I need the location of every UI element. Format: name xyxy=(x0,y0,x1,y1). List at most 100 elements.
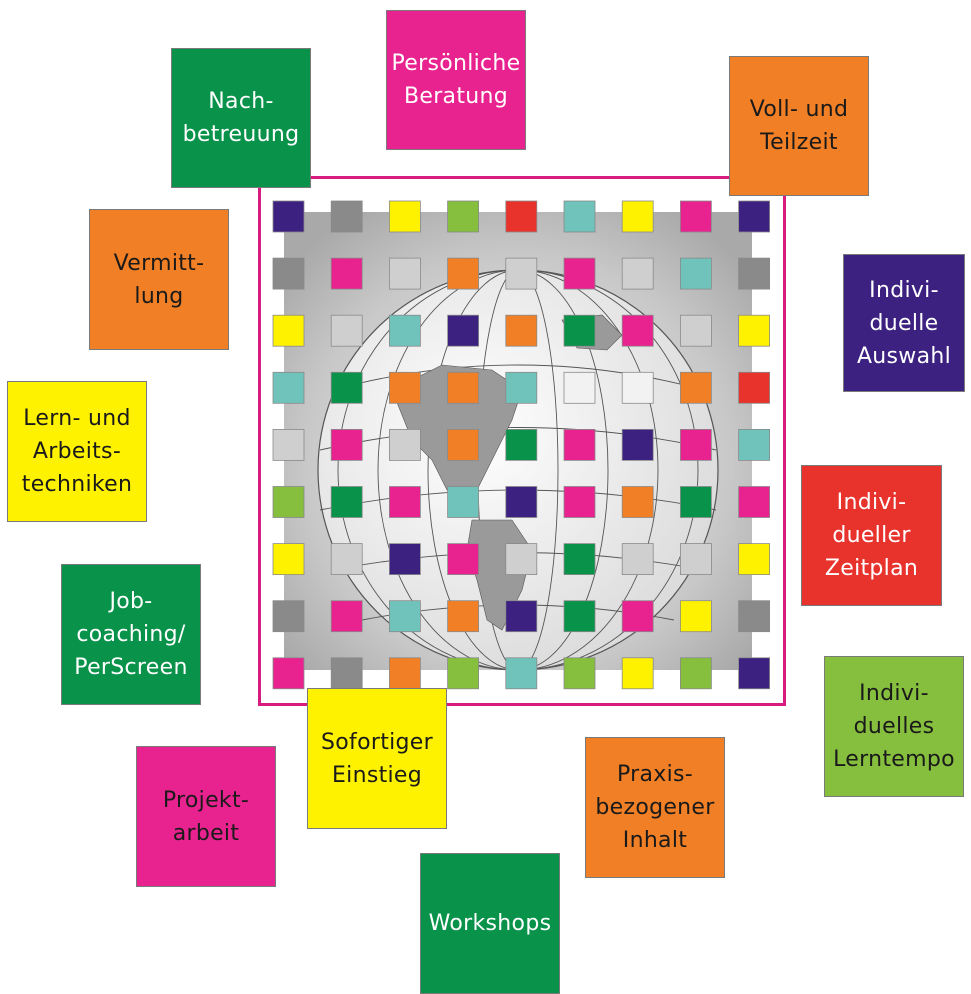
feature-box-individuelle-auswahl: Indivi- duelle Auswahl xyxy=(843,254,965,392)
grid-square xyxy=(621,600,654,633)
grid-square xyxy=(505,200,538,233)
grid-square xyxy=(272,428,305,461)
grid-square xyxy=(272,657,305,690)
grid-square xyxy=(738,200,771,233)
grid-square xyxy=(738,657,771,690)
grid-square xyxy=(330,314,363,347)
grid-square xyxy=(505,657,538,690)
grid-square xyxy=(447,600,480,633)
feature-box-label: Nach- betreuung xyxy=(182,89,300,147)
grid-square xyxy=(272,200,305,233)
grid-square xyxy=(738,543,771,576)
grid-square xyxy=(679,600,712,633)
feature-box-label: Vermitt- lung xyxy=(113,250,205,309)
grid-square xyxy=(621,543,654,576)
grid-square xyxy=(621,428,654,461)
grid-square xyxy=(505,314,538,347)
grid-square xyxy=(447,371,480,404)
feature-box-label: Job- coaching/ PerScreen xyxy=(74,589,188,680)
grid-square xyxy=(679,257,712,290)
grid-square xyxy=(505,257,538,290)
grid-square xyxy=(272,314,305,347)
grid-square xyxy=(563,200,596,233)
grid-square xyxy=(447,543,480,576)
grid-square xyxy=(389,428,421,461)
grid-square xyxy=(621,257,654,290)
grid-square xyxy=(621,200,654,233)
feature-box-individuelles-lerntempo: Indivi- duelles Lerntempo xyxy=(824,656,964,797)
feature-box-label: Workshops xyxy=(428,911,552,936)
grid-square xyxy=(272,257,305,290)
grid-square xyxy=(563,543,596,576)
grid-square xyxy=(447,257,480,290)
grid-square xyxy=(447,314,480,347)
feature-box-label: Indivi- duelles Lerntempo xyxy=(833,681,955,772)
grid-square xyxy=(272,600,305,633)
center-frame xyxy=(258,176,786,706)
feature-box-nachbetreuung: Nach- betreuung xyxy=(171,48,311,188)
feature-box-lern-und-arbeitstechniken: Lern- und Arbeits- techniken xyxy=(7,381,147,522)
grid-square xyxy=(389,314,421,347)
grid-square xyxy=(738,371,771,404)
feature-box-jobcoaching-perscreen: Job- coaching/ PerScreen xyxy=(61,564,201,705)
grid-square xyxy=(447,657,480,690)
grid-square xyxy=(563,600,596,633)
grid-square xyxy=(679,543,712,576)
grid-square xyxy=(389,543,421,576)
grid-square xyxy=(272,543,305,576)
grid-square xyxy=(621,371,654,404)
grid-square xyxy=(563,428,596,461)
grid-square xyxy=(505,543,538,576)
feature-box-praxisbezogener-inhalt: Praxis- bezogener Inhalt xyxy=(585,737,725,878)
grid-square xyxy=(679,486,712,518)
grid-square xyxy=(621,314,654,347)
feature-box-vermittlung: Vermitt- lung xyxy=(89,209,229,350)
grid-square xyxy=(738,600,771,633)
grid-square xyxy=(389,200,421,233)
feature-box-label: Praxis- bezogener Inhalt xyxy=(595,762,715,853)
grid-square xyxy=(621,657,654,690)
feature-box-persoenliche-beratung: Persönliche Beratung xyxy=(386,10,526,150)
grid-square xyxy=(330,200,363,233)
grid-square xyxy=(505,371,538,404)
grid-square xyxy=(679,314,712,347)
grid-square xyxy=(738,428,771,461)
feature-box-label: Indivi- duelle Auswahl xyxy=(856,277,952,369)
grid-square xyxy=(330,600,363,633)
grid-square xyxy=(272,486,305,518)
grid-square xyxy=(738,486,771,518)
feature-box-projektarbeit: Projekt- arbeit xyxy=(136,746,276,887)
grid-square xyxy=(330,428,363,461)
grid-square xyxy=(389,371,421,404)
grid-square xyxy=(563,314,596,347)
grid-square xyxy=(330,486,363,518)
feature-box-individueller-zeitplan: Indivi- dueller Zeitplan xyxy=(801,465,942,606)
grid-square xyxy=(447,200,480,233)
grid-square xyxy=(679,371,712,404)
feature-box-voll-und-teilzeit: Voll- und Teilzeit xyxy=(729,56,869,196)
grid-square xyxy=(330,657,363,690)
grid-square xyxy=(330,543,363,576)
grid-square xyxy=(679,200,712,233)
grid-square xyxy=(563,257,596,290)
grid-square xyxy=(272,371,305,404)
feature-box-label: Voll- und Teilzeit xyxy=(749,97,849,155)
grid-square xyxy=(389,600,421,633)
grid-square xyxy=(505,428,538,461)
grid-square xyxy=(679,657,712,690)
feature-box-label: Indivi- dueller Zeitplan xyxy=(824,490,919,581)
grid-square xyxy=(563,657,596,690)
grid-square xyxy=(447,486,480,518)
color-square-grid xyxy=(272,200,771,690)
grid-square xyxy=(563,371,596,404)
globe-grid xyxy=(272,200,771,690)
grid-square xyxy=(679,428,712,461)
grid-square xyxy=(447,428,480,461)
feature-box-label: Sofortiger Einstieg xyxy=(321,729,433,788)
grid-square xyxy=(505,600,538,633)
grid-square xyxy=(738,314,771,347)
feature-box-label: Persönliche Beratung xyxy=(391,51,521,109)
feature-box-label: Projekt- arbeit xyxy=(162,787,250,846)
grid-square xyxy=(563,486,596,518)
grid-square xyxy=(389,486,421,518)
